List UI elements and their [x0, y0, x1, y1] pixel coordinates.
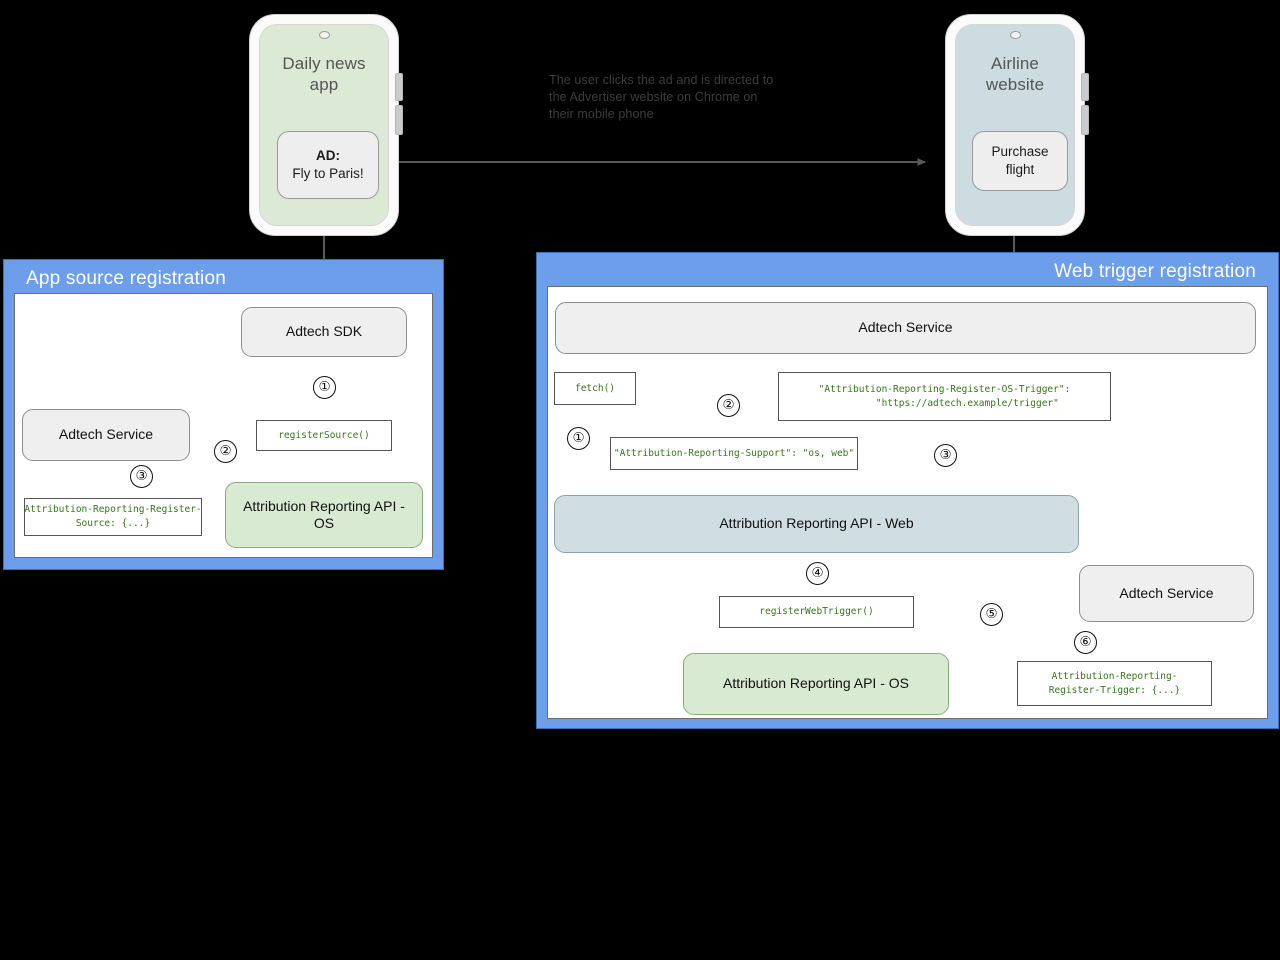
step-badge-web-6: ⑥: [1074, 631, 1097, 654]
panel-web-trigger-title: Web trigger registration: [1054, 261, 1256, 282]
node-adtech-service-web-bottom[interactable]: Adtech Service: [1079, 565, 1254, 622]
purchase-label-line1: Purchase: [991, 144, 1049, 160]
node-adtech-service-web-top[interactable]: Adtech Service: [555, 302, 1256, 354]
step-badge-web-4: ④: [806, 562, 829, 585]
step-badge-web-1: ①: [567, 427, 590, 450]
airline-title-line1: Airline: [991, 54, 1039, 73]
daily-news-title-line2: app: [309, 75, 339, 95]
camera-notch-icon: [1009, 31, 1021, 39]
code-register-web-trigger: registerWebTrigger(): [719, 596, 914, 628]
airline-title-line2: website: [985, 75, 1045, 95]
ad-text: Fly to Paris!: [292, 166, 364, 181]
phone-side-button-power[interactable]: [1081, 105, 1089, 135]
step-badge-app-2: ②: [214, 440, 237, 463]
code-header-support: "Attribution-Reporting-Support": "os, we…: [610, 437, 858, 470]
airline-website-title: Airline website: [986, 53, 1044, 96]
step-badge-app-3: ③: [130, 465, 153, 488]
node-adtech-service-left[interactable]: Adtech Service: [22, 409, 190, 461]
phone-screen-airline: Airline website Purchase flight: [955, 24, 1075, 226]
ad-label: AD:: [316, 148, 340, 164]
node-ar-api-os-left[interactable]: Attribution Reporting API - OS: [225, 482, 423, 548]
purchase-flight-card[interactable]: Purchase flight: [972, 131, 1068, 191]
code-fetch: fetch(): [554, 372, 636, 405]
node-ar-api-web[interactable]: Attribution Reporting API - Web: [554, 495, 1079, 553]
step-badge-web-5: ⑤: [980, 603, 1003, 626]
ad-card[interactable]: AD: Fly to Paris!: [277, 131, 379, 199]
caption-line-3: their mobile phone: [549, 106, 654, 121]
step-badge-app-1: ①: [313, 376, 336, 399]
phone-screen-daily-news: Daily news app AD: Fly to Paris!: [259, 24, 389, 226]
code-header-register-source: Attribution-Reporting-Register- Source: …: [24, 498, 202, 536]
code-header-register-trigger: Attribution-Reporting- Register-Trigger:…: [1017, 661, 1212, 706]
step-badge-web-3: ③: [934, 444, 957, 467]
phone-side-button-power[interactable]: [395, 105, 403, 135]
panel-app-source-title: App source registration: [26, 268, 226, 289]
code-register-source: registerSource(): [256, 420, 392, 451]
ad-click-caption: The user clicks the ad and is directed t…: [549, 72, 809, 123]
phone-airline-website: Airline website Purchase flight: [945, 14, 1089, 236]
caption-line-2: the Advertiser website on Chrome on: [549, 89, 758, 104]
phone-side-button-volume[interactable]: [1081, 73, 1089, 101]
node-adtech-sdk[interactable]: Adtech SDK: [241, 307, 407, 357]
purchase-label-line2: flight: [1005, 162, 1035, 177]
daily-news-title-line1: Daily news: [282, 54, 366, 73]
code-header-os-trigger: "Attribution-Reporting-Register-OS-Trigg…: [778, 372, 1111, 421]
daily-news-app-title: Daily news app: [282, 53, 365, 96]
phone-side-button-volume[interactable]: [395, 73, 403, 101]
node-ar-api-os-right[interactable]: Attribution Reporting API - OS: [683, 653, 949, 715]
step-badge-web-2: ②: [717, 394, 740, 417]
caption-line-1: The user clicks the ad and is directed t…: [549, 73, 774, 87]
camera-notch-icon: [318, 31, 330, 39]
phone-daily-news: Daily news app AD: Fly to Paris!: [249, 14, 403, 236]
